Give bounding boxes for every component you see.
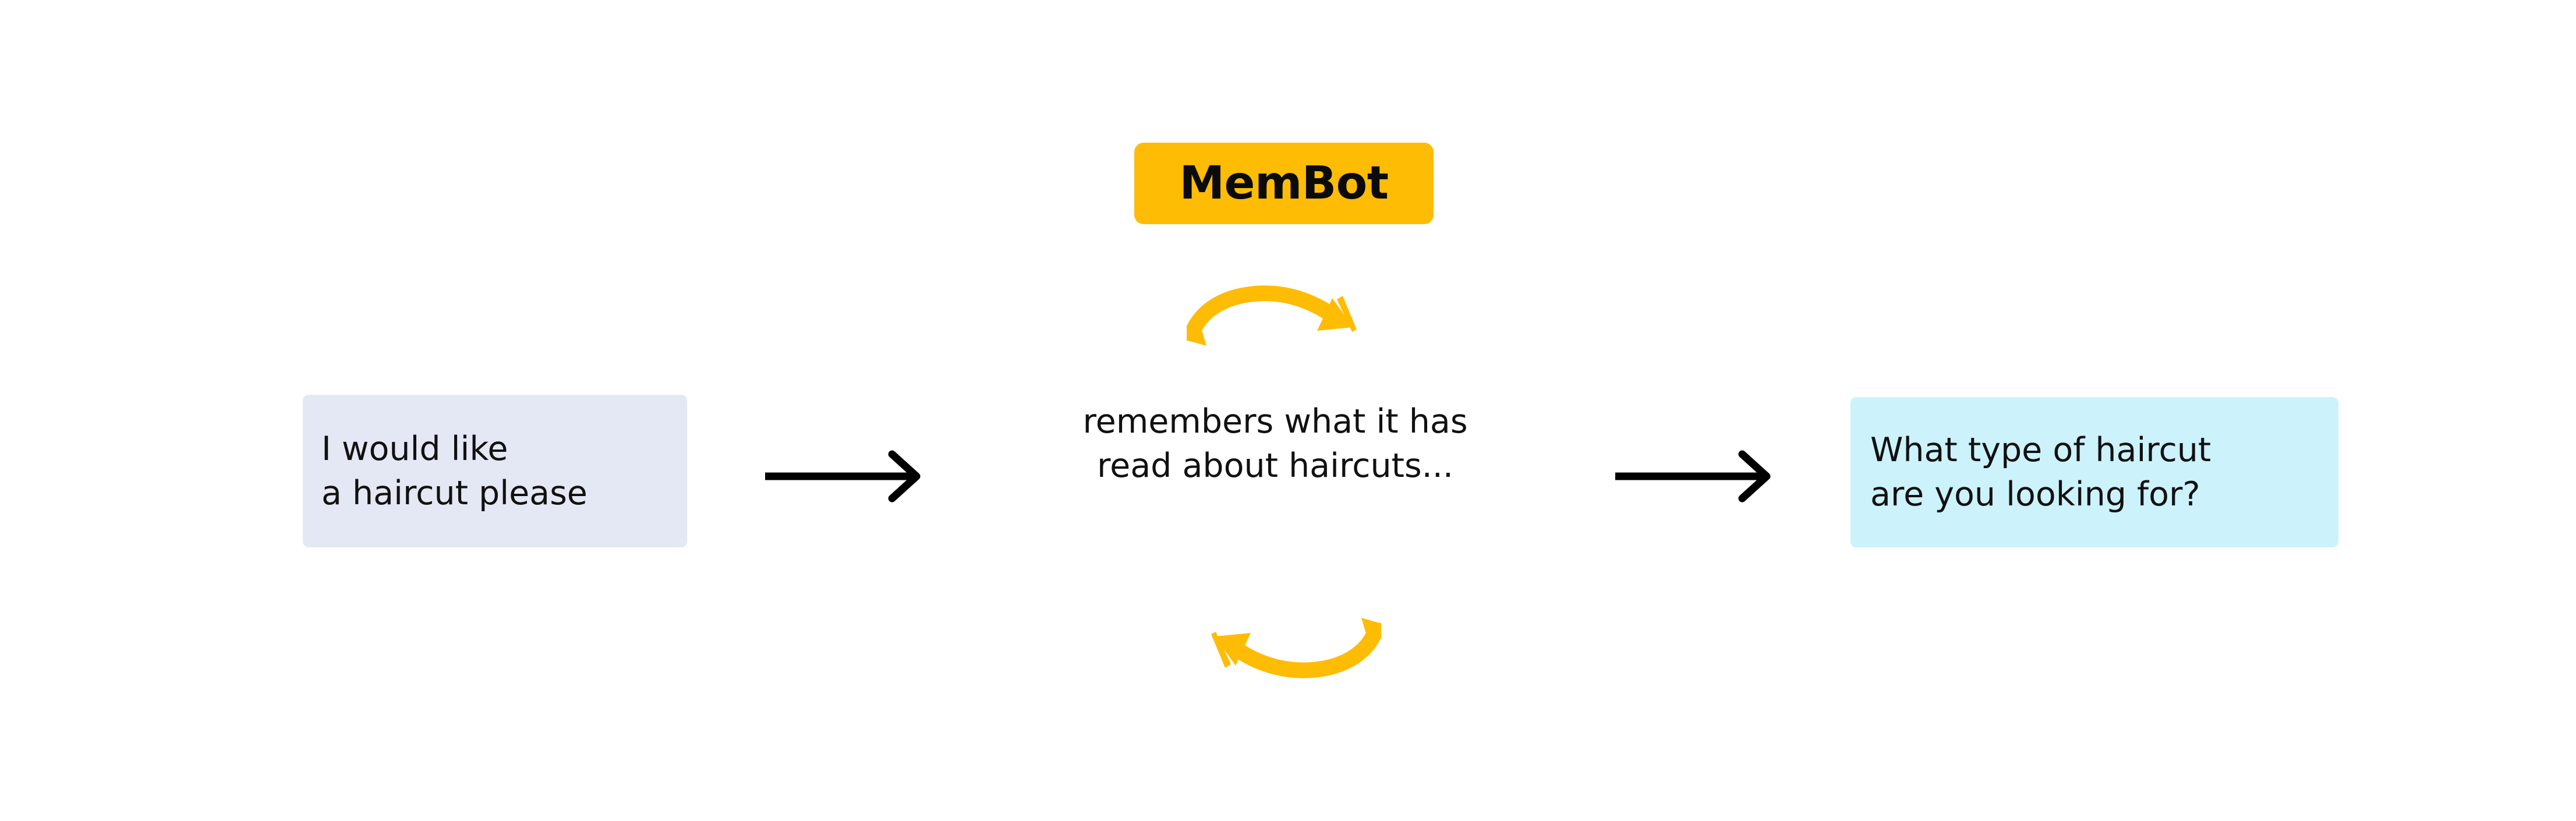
user-message-bubble: I would like a haircut please	[303, 395, 687, 547]
bot-message-bubble: What type of haircut are you looking for…	[1850, 397, 2338, 547]
bot-message-line-1: What type of haircut	[1870, 430, 2211, 469]
user-message-line-1: I would like	[321, 429, 508, 468]
user-message-line-2: a haircut please	[321, 474, 588, 512]
memory-note-line-1: remembers what it has	[1082, 402, 1468, 441]
flow-arrow-bot-to-reply	[1607, 441, 1782, 511]
curved-arrow-clockwise-icon	[1187, 285, 1385, 349]
curved-arrow-counterclockwise-icon	[1195, 614, 1381, 678]
bot-message-line-2: are you looking for?	[1870, 475, 2200, 514]
membot-badge-label: MemBot	[1179, 157, 1389, 210]
memory-note-line-2: read about haircuts...	[1097, 447, 1453, 486]
flow-arrow-user-to-bot	[757, 441, 932, 511]
membot-badge: MemBot	[1134, 143, 1434, 224]
memory-note: remembers what it has read about haircut…	[967, 399, 1584, 489]
